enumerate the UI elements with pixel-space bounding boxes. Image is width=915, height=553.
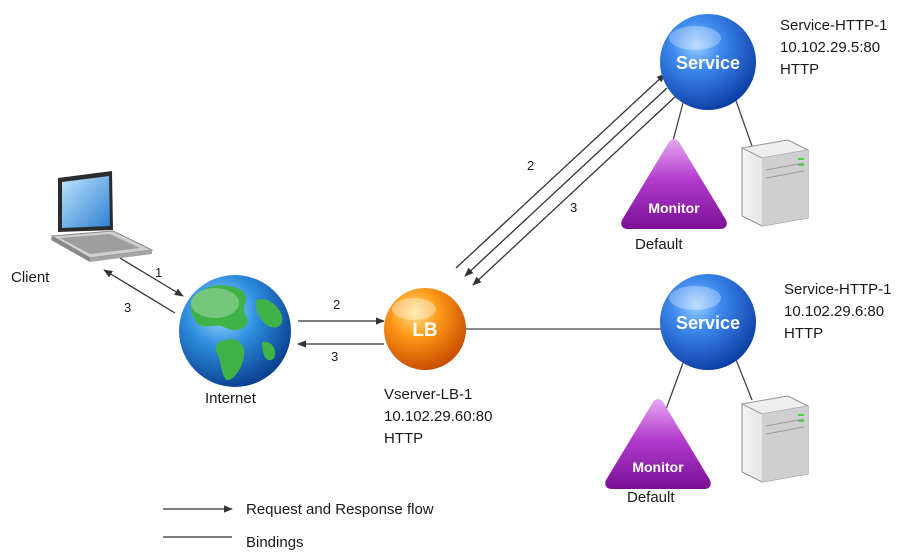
server-icon-1	[740, 139, 810, 227]
monitor-2: Monitor	[605, 399, 711, 489]
service-node-1: Service	[660, 14, 756, 110]
service-1-address: 10.102.29.5:80	[780, 39, 880, 56]
flow-num-lb-to-internet: 3	[331, 349, 338, 364]
client-label: Client	[11, 269, 50, 286]
lb-address: 10.102.29.60:80	[384, 408, 492, 425]
service-2-protocol: HTTP	[784, 325, 823, 342]
arrow-client-to-internet	[119, 257, 184, 297]
lb-badge: LB	[412, 320, 437, 341]
service-1-name: Service-HTTP-1	[780, 17, 888, 34]
service-2-badge: Service	[676, 313, 740, 333]
monitor-1-badge: Monitor	[648, 200, 700, 216]
monitor-1: Monitor	[621, 139, 727, 229]
binding-service2-monitor	[664, 362, 684, 413]
monitor-1-label: Default	[635, 236, 683, 253]
laptop-icon	[50, 171, 154, 262]
legend-bindings: Bindings	[246, 534, 304, 551]
lb-node: LB	[384, 288, 466, 370]
globe-icon	[179, 275, 291, 387]
legend: Request and Response flow Bindings	[163, 501, 434, 551]
flow-num-internet-to-client: 3	[124, 300, 131, 315]
binding-service1-server	[734, 97, 753, 147]
flow-num-client-to-internet: 1	[155, 265, 162, 280]
service-2-name: Service-HTTP-1	[784, 281, 892, 298]
service-node-2: Service	[660, 274, 756, 370]
flow-num-lb-to-service: 2	[527, 158, 534, 173]
service-1-protocol: HTTP	[780, 61, 819, 78]
arrow-service-to-lb-b	[472, 95, 677, 286]
server-icon-2	[740, 395, 810, 483]
arrow-service-to-lb-a	[464, 87, 668, 277]
flow-arrows	[103, 73, 677, 348]
flow-num-service-to-lb: 3	[570, 200, 577, 215]
monitor-2-badge: Monitor	[632, 459, 684, 475]
service-2-address: 10.102.29.6:80	[784, 303, 884, 320]
arrow-lb-to-service	[455, 73, 666, 269]
binding-service2-server	[734, 356, 753, 401]
internet-label: Internet	[205, 390, 257, 407]
service-1-badge: Service	[676, 53, 740, 73]
arrow-internet-to-client	[103, 269, 176, 314]
monitor-2-label: Default	[627, 489, 675, 506]
lb-name: Vserver-LB-1	[384, 386, 472, 403]
flow-num-internet-to-lb: 2	[333, 297, 340, 312]
legend-request-response: Request and Response flow	[246, 501, 434, 518]
lb-protocol: HTTP	[384, 430, 423, 447]
bindings	[466, 97, 753, 413]
